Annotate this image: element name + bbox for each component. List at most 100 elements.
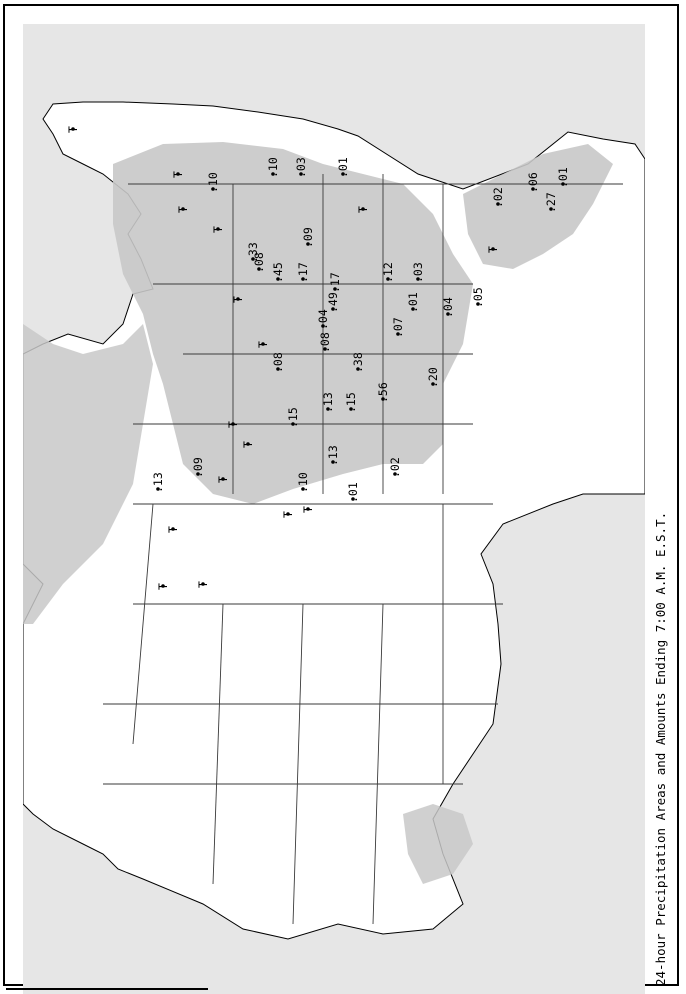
precip-amount-label: T [176,206,190,213]
precip-amount-label: T [226,421,240,428]
precip-amount-label: .09 [301,227,315,248]
precip-amount-label: .01 [406,292,420,313]
precip-amount-label: .10 [266,157,280,178]
precip-amount-label: .08 [271,352,285,373]
precip-amount-label: .17 [296,262,310,283]
precip-area-sw [403,804,473,884]
station-dot [306,242,310,246]
precip-amount-label: T [166,526,180,533]
state-borders [103,174,623,925]
station-dot [161,584,165,588]
station-dot [361,207,365,211]
station-dot [491,247,495,251]
station-dot [301,487,305,491]
map-caption: 24-hour Precipitation Areas and Amounts … [653,511,668,986]
precip-amount-label: .13 [326,445,340,466]
station-dot [333,287,337,291]
precip-amount-label: T [356,206,370,213]
footer-rule [6,988,208,990]
precip-amount-label: .17 [328,272,342,293]
station-dot [306,507,310,511]
precip-amount-label: .01 [556,167,570,188]
precip-amount-label: .07 [391,317,405,338]
precip-amount-label: .12 [381,262,395,283]
station-dot [341,172,345,176]
station-dot [396,332,400,336]
station-dot [496,202,500,206]
station-dot [356,367,360,371]
precip-amount-label: .08 [252,252,266,273]
station-dot [231,422,235,426]
precip-amount-label: .56 [376,382,390,403]
station-dot [276,277,280,281]
precip-amount-label: T [196,581,210,588]
precip-amount-label: .38 [351,352,365,373]
precip-amount-label: T [211,226,225,233]
station-dot [201,582,205,586]
precip-amount-label: .09 [191,457,205,478]
precip-amount-label: .15 [344,392,358,413]
station-dot [286,512,290,516]
station-dot [386,277,390,281]
precip-amount-label: T [241,441,255,448]
precip-amount-label: T [281,511,295,518]
precip-amount-label: .08 [318,332,332,353]
precip-amount-label: .27 [544,192,558,213]
station-dot [261,342,265,346]
precip-amount-label: .15 [286,407,300,428]
precipitation-amounts: TT.10TT.10.03.01T.09.33.08T.45.17.12.03.… [66,126,570,590]
precip-amount-label: .06 [526,172,540,193]
station-dot [416,277,420,281]
station-dot [331,460,335,464]
station-dot [181,207,185,211]
station-dot [331,307,335,311]
station-dot [176,172,180,176]
precip-amount-label: .04 [441,297,455,318]
precip-amount-label: .13 [151,472,165,493]
precip-amount-label: .49 [326,292,340,313]
precip-amount-label: T [216,476,230,483]
station-dot [351,497,355,501]
station-dot [323,347,327,351]
precip-amount-label: .03 [294,157,308,178]
station-dot [211,187,215,191]
station-dot [276,367,280,371]
precip-amount-label: .01 [336,157,350,178]
precip-amount-label: .13 [321,392,335,413]
precip-amount-label: .10 [206,172,220,193]
station-dot [446,312,450,316]
precip-amount-label: T [256,341,270,348]
precip-amount-label: .02 [388,457,402,478]
station-dot [257,267,261,271]
station-dot [321,324,325,328]
station-dot [393,472,397,476]
station-dot [156,487,160,491]
precip-area-northwest [23,324,153,624]
station-dot [216,227,220,231]
precip-amount-label: .03 [411,262,425,283]
precip-amount-label: T [171,171,185,178]
station-dot [171,527,175,531]
precip-amount-label: T [486,246,500,253]
station-dot [411,307,415,311]
precip-amount-label: T [156,583,170,590]
precip-amount-label: .33 [246,242,260,263]
precipitation-map: TT.10TT.10.03.01T.09.33.08T.45.17.12.03.… [23,24,645,994]
station-dot [196,472,200,476]
station-dot [246,442,250,446]
precip-amount-label: .05 [471,287,485,308]
precip-area-maine [463,144,613,269]
station-dot [326,407,330,411]
station-dot [291,422,295,426]
station-dot [349,407,353,411]
station-dot [476,302,480,306]
precip-amount-label: .10 [296,472,310,493]
station-dot [549,207,553,211]
station-dot [221,477,225,481]
precip-amount-label: .45 [271,262,285,283]
station-dot [381,397,385,401]
station-dot [251,257,255,261]
station-dot [299,172,303,176]
precip-amount-label: .01 [346,482,360,503]
